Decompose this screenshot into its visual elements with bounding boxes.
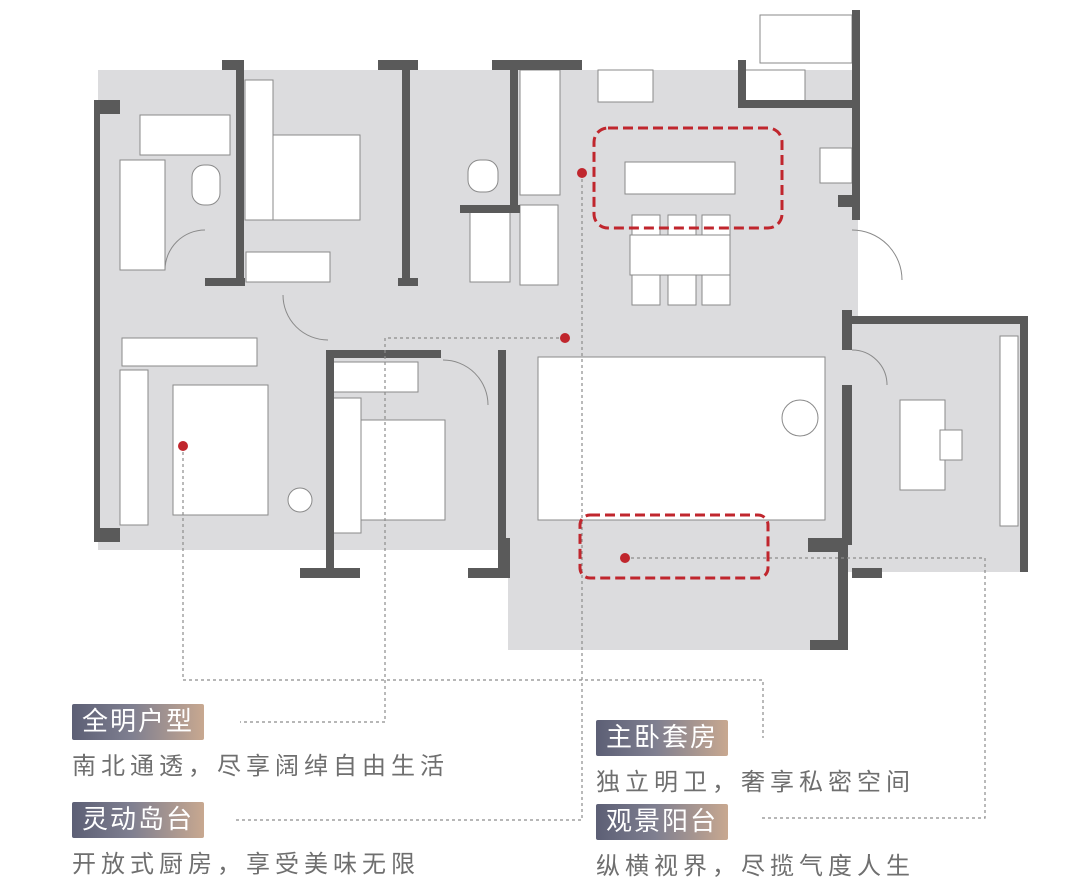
feature-master-suite: 主卧套房 独立明卫，奢享私密空间 <box>596 720 915 797</box>
feature-desc: 开放式厨房，享受美味无限 <box>72 850 420 878</box>
feature-title: 观景阳台 <box>596 804 729 840</box>
feature-balcony: 观景阳台 纵横视界，尽揽气度人生 <box>596 804 915 881</box>
leader-lines <box>182 173 986 821</box>
walls <box>94 10 1028 650</box>
feature-desc: 纵横视界，尽揽气度人生 <box>596 852 915 880</box>
feature-all-bright: 全明户型 南北通透，尽享阔绰自由生活 <box>72 704 449 781</box>
island-highlight-box <box>592 126 784 230</box>
furniture <box>119 14 1019 534</box>
doors <box>164 229 903 406</box>
feature-island: 灵动岛台 开放式厨房，享受美味无限 <box>72 802 420 879</box>
feature-title: 全明户型 <box>72 704 205 740</box>
highlight-boxes <box>578 126 784 580</box>
feature-title: 主卧套房 <box>596 720 729 756</box>
feature-title: 灵动岛台 <box>72 802 205 838</box>
marker-dots <box>178 168 630 563</box>
feature-desc: 南北通透，尽享阔绰自由生活 <box>72 752 449 780</box>
balcony-highlight-box <box>578 513 770 580</box>
feature-desc: 独立明卫，奢享私密空间 <box>596 768 915 796</box>
